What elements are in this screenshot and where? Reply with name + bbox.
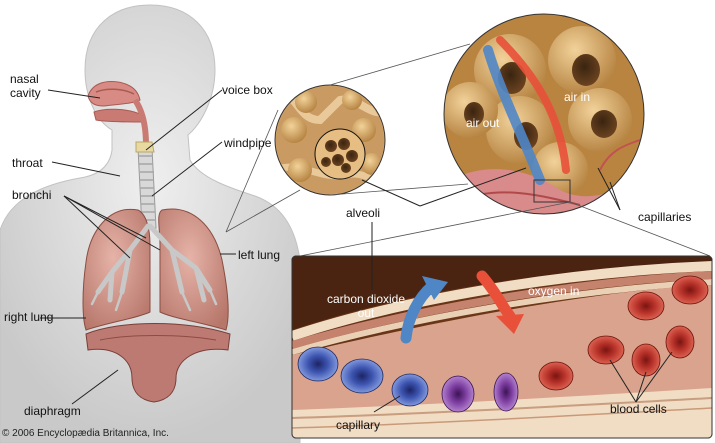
alveoli-detail-inset bbox=[443, 13, 645, 215]
blue-blood-cell bbox=[340, 358, 384, 394]
label-capillaries: capillaries bbox=[638, 210, 692, 224]
label-blood-cells: blood cells bbox=[610, 402, 667, 416]
red-blood-cell bbox=[627, 291, 665, 321]
red-blood-cell bbox=[671, 275, 709, 305]
label-windpipe: windpipe bbox=[224, 136, 272, 150]
purple-blood-cell bbox=[441, 375, 475, 413]
blood-cells-group bbox=[297, 275, 709, 413]
oxygen-in-arrow-icon bbox=[476, 270, 524, 334]
label-oxygen-in: oxygen in bbox=[528, 284, 580, 298]
red-blood-cell bbox=[631, 343, 661, 377]
label-diaphragm: diaphragm bbox=[24, 404, 81, 418]
label-nasal-cavity: nasal cavity bbox=[10, 72, 41, 100]
zoom-connectors bbox=[225, 43, 711, 257]
blue-blood-cell bbox=[297, 346, 339, 382]
copyright-notice: © 2006 Encyclopædia Britannica, Inc. bbox=[2, 428, 169, 439]
alveoli-cluster-inset bbox=[274, 84, 386, 196]
label-voice-box: voice box bbox=[222, 83, 273, 97]
red-blood-cell bbox=[587, 335, 625, 365]
diaphragm-shape bbox=[85, 323, 231, 403]
leader-lines bbox=[40, 89, 673, 413]
nasal-cavity-shape bbox=[87, 81, 149, 146]
label-bronchi: bronchi bbox=[12, 188, 52, 202]
label-alveoli: alveoli bbox=[346, 206, 381, 220]
co2-out-arrow-icon bbox=[400, 276, 448, 344]
label-carbon-dioxide-out: carbon dioxide out bbox=[326, 292, 406, 320]
windpipe-shape bbox=[135, 141, 157, 229]
purple-blood-cell bbox=[493, 372, 519, 412]
label-throat: throat bbox=[12, 156, 43, 170]
label-left-lung: left lung bbox=[238, 248, 281, 262]
bronchi-shape bbox=[90, 223, 218, 312]
blue-blood-cell bbox=[391, 373, 429, 407]
label-capillary: capillary bbox=[336, 418, 381, 432]
red-blood-cell bbox=[665, 325, 695, 359]
red-blood-cell bbox=[538, 361, 574, 391]
label-air-in: air in bbox=[564, 90, 591, 104]
label-right-lung: right lung bbox=[4, 310, 54, 324]
label-air-out: air out bbox=[466, 116, 500, 130]
